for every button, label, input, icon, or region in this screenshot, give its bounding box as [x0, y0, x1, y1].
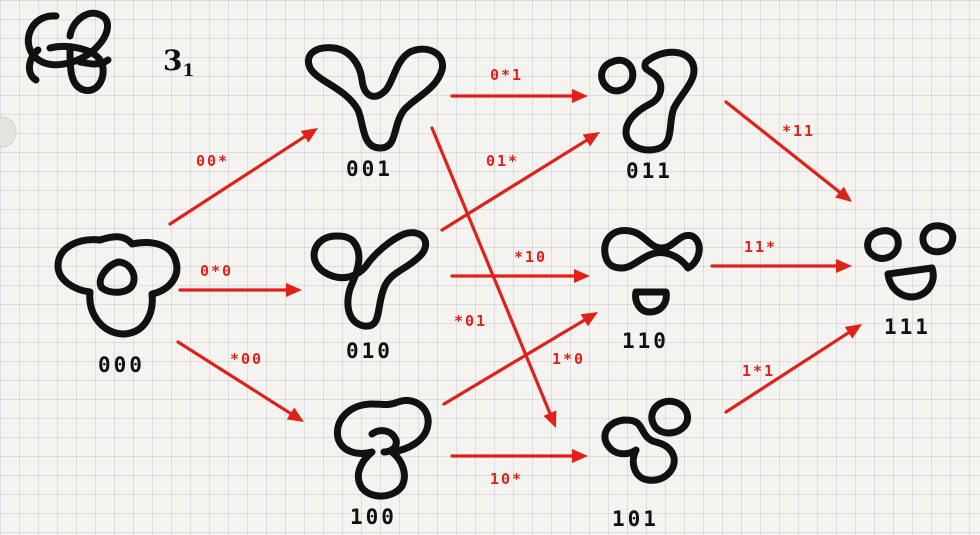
resolution-011-drawing	[602, 52, 694, 150]
resolution-000-drawing	[58, 237, 177, 334]
node-label-110: 110	[622, 329, 669, 353]
resolution-001-drawing	[308, 48, 442, 148]
node-label-000: 000	[98, 353, 145, 377]
arrow-000-to-010	[180, 283, 302, 297]
edge-label-11x: 11*	[744, 238, 777, 256]
trefoil-knot-drawing	[28, 13, 108, 90]
edge-label-01x: 01*	[486, 152, 519, 170]
resolution-100-drawing	[337, 400, 428, 496]
binder-hole	[0, 117, 16, 147]
edge-label-1x0: 1*0	[552, 350, 585, 368]
node-label-101: 101	[612, 507, 659, 531]
arrow-100-to-101	[452, 449, 588, 463]
edge-label-0x1: 0*1	[490, 66, 523, 84]
resolution-010-drawing	[314, 233, 426, 326]
arrow-010-to-011	[442, 132, 600, 230]
arrow-011-to-111	[726, 102, 852, 202]
resolution-101-drawing	[605, 401, 688, 480]
edge-label-0x0: 0*0	[200, 262, 233, 280]
knot-name: 31	[163, 44, 194, 81]
arrow-001-to-011	[452, 89, 588, 103]
arrow-110-to-111	[712, 259, 852, 273]
node-label-001: 001	[346, 157, 393, 181]
edge-label-x01: *01	[454, 312, 487, 330]
arrow-000-to-001	[170, 128, 318, 224]
resolution-110-drawing	[605, 230, 700, 312]
edge-label-10x: 10*	[490, 470, 523, 488]
arrow-010-to-110	[452, 269, 590, 283]
node-label-011: 011	[626, 159, 673, 183]
node-label-010: 010	[346, 339, 393, 363]
edge-label-x10: *10	[514, 248, 547, 266]
edge-arrows	[170, 89, 862, 463]
edge-label-x00: *00	[230, 350, 263, 368]
edge-label-1x1: 1*1	[742, 362, 775, 380]
arrow-001-to-101	[432, 128, 556, 428]
node-label-100: 100	[350, 505, 397, 529]
edge-label-00x: 00*	[196, 152, 229, 170]
node-label-111: 111	[884, 315, 931, 339]
edge-label-x11: *11	[782, 122, 815, 140]
resolution-111-drawing	[868, 226, 953, 297]
